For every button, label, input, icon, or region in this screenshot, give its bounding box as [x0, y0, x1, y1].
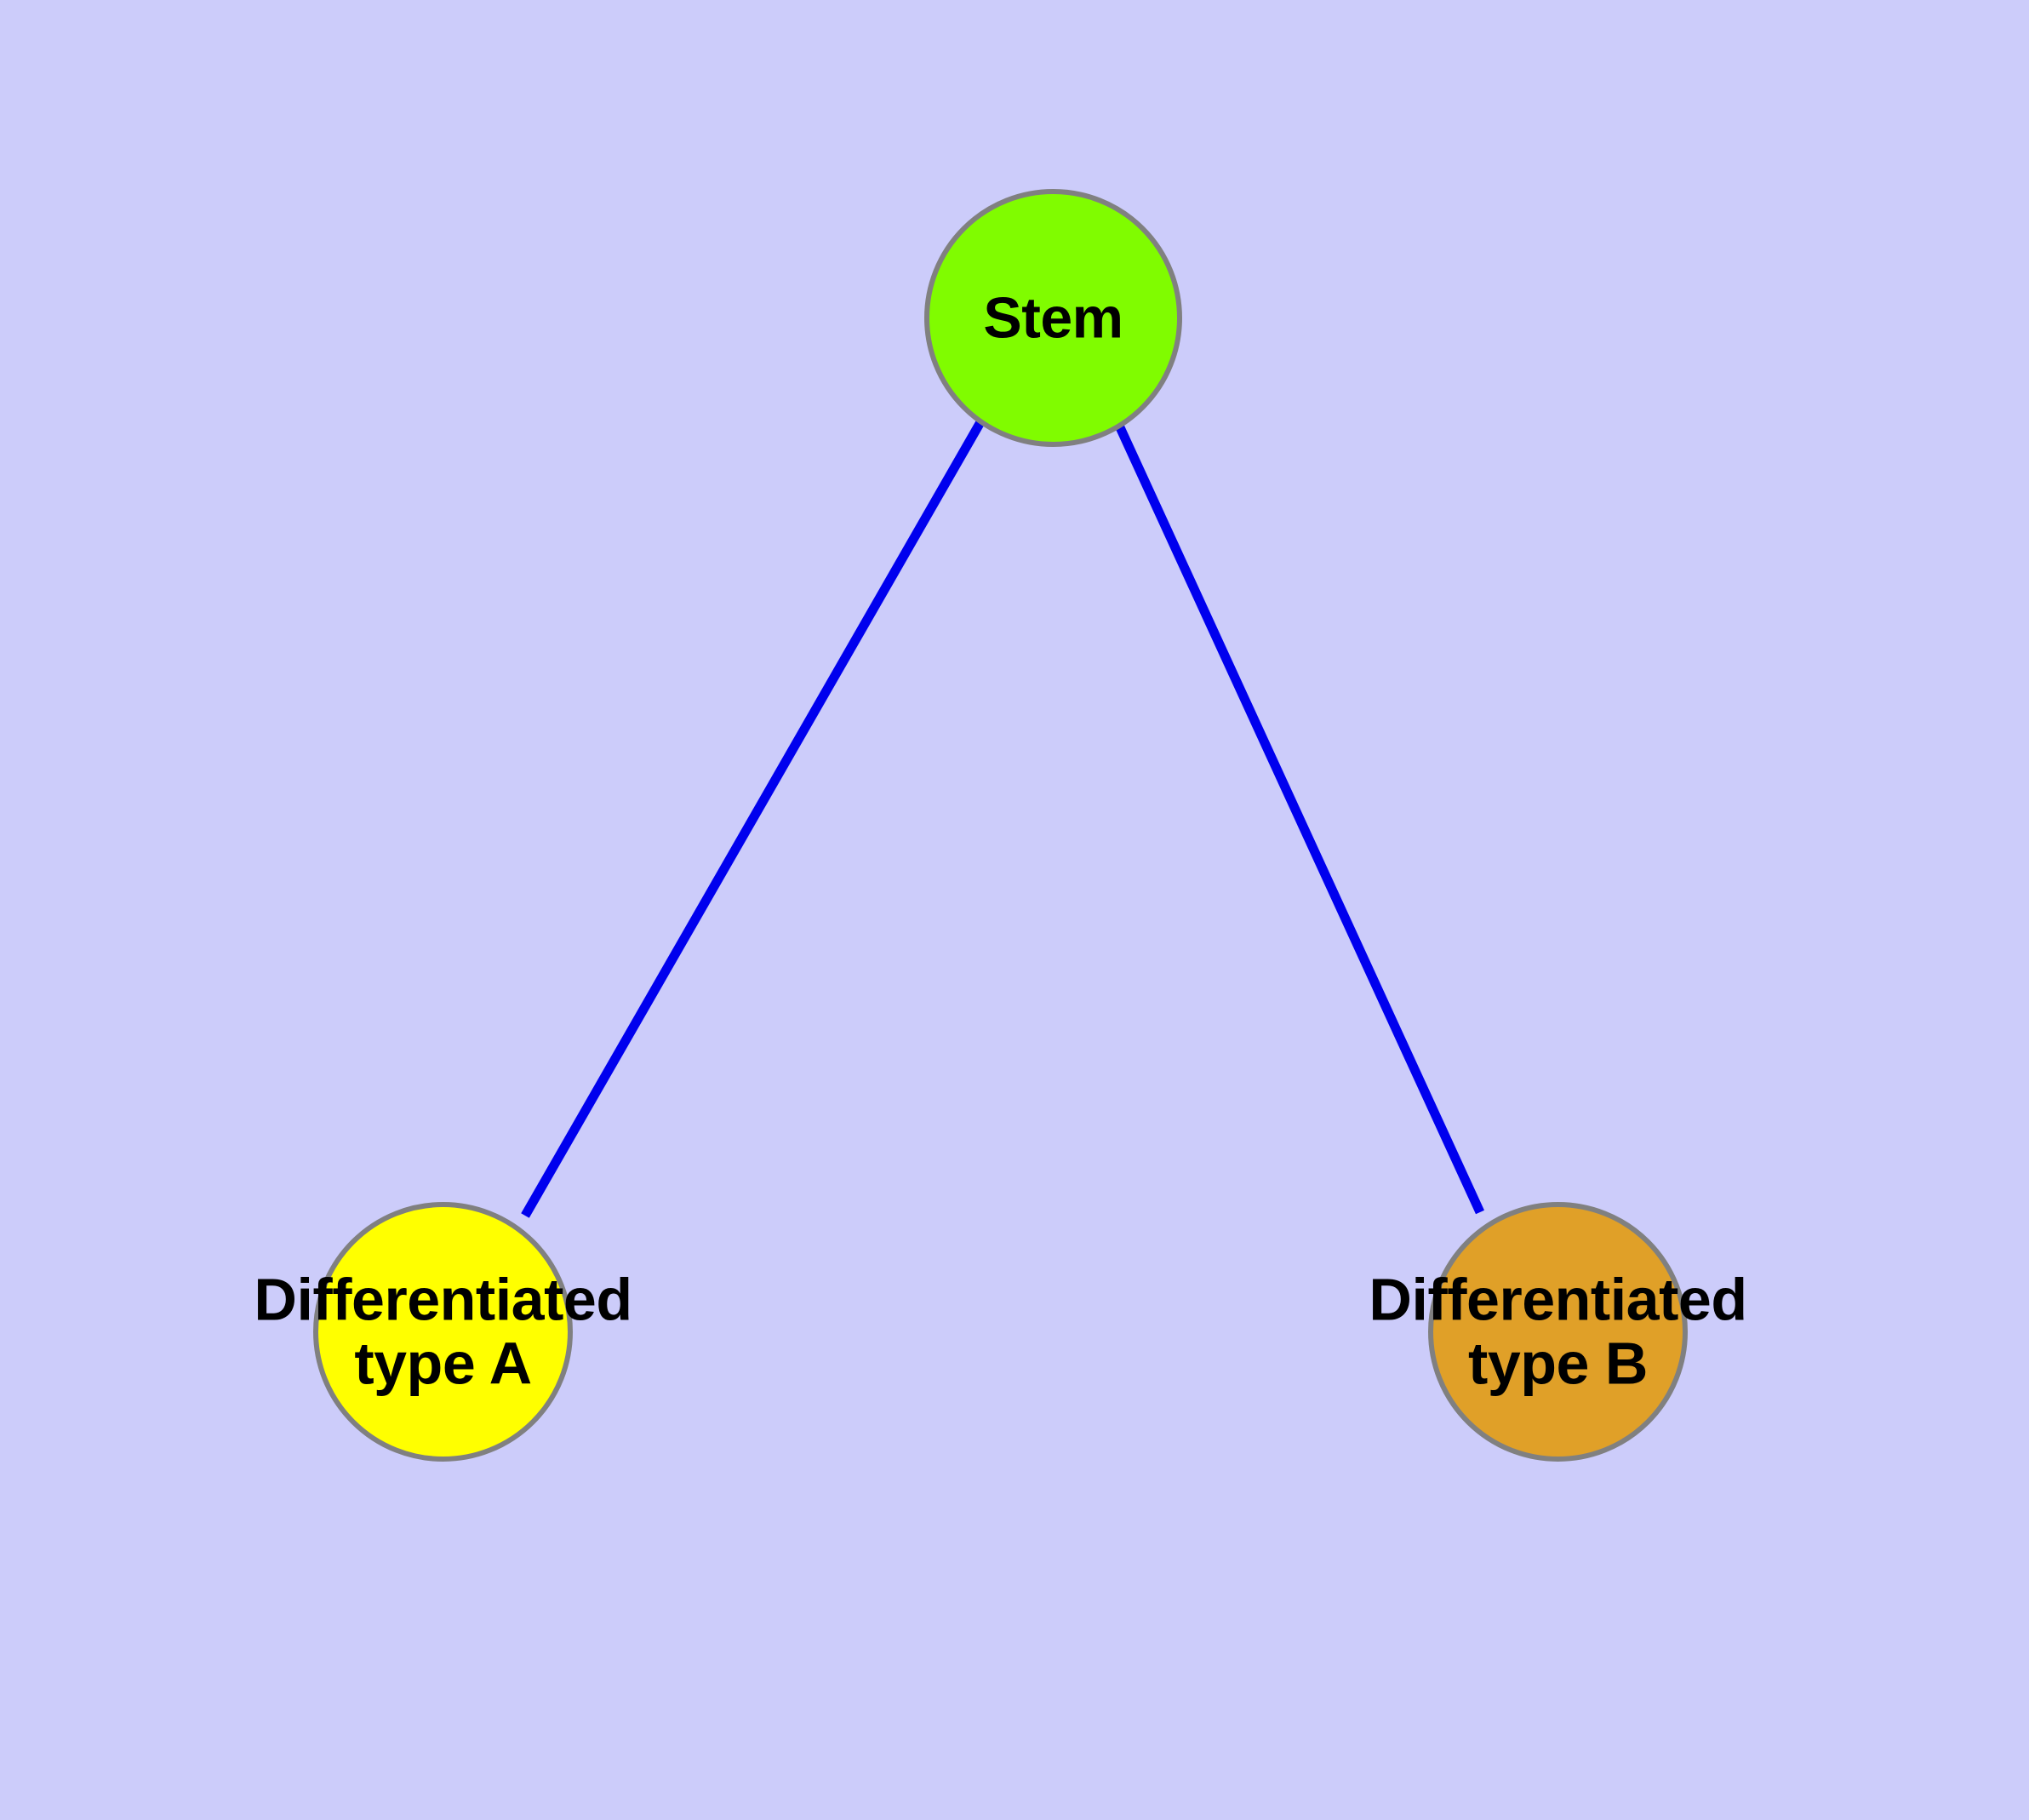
edge-stem-to-differentiated-type-b[interactable]	[1111, 414, 1484, 1215]
edge-stem-to-differentiated-type-a[interactable]	[521, 420, 985, 1218]
node-stem[interactable]: Stem	[924, 189, 1182, 447]
node-label-stem: Stem	[983, 284, 1123, 350]
